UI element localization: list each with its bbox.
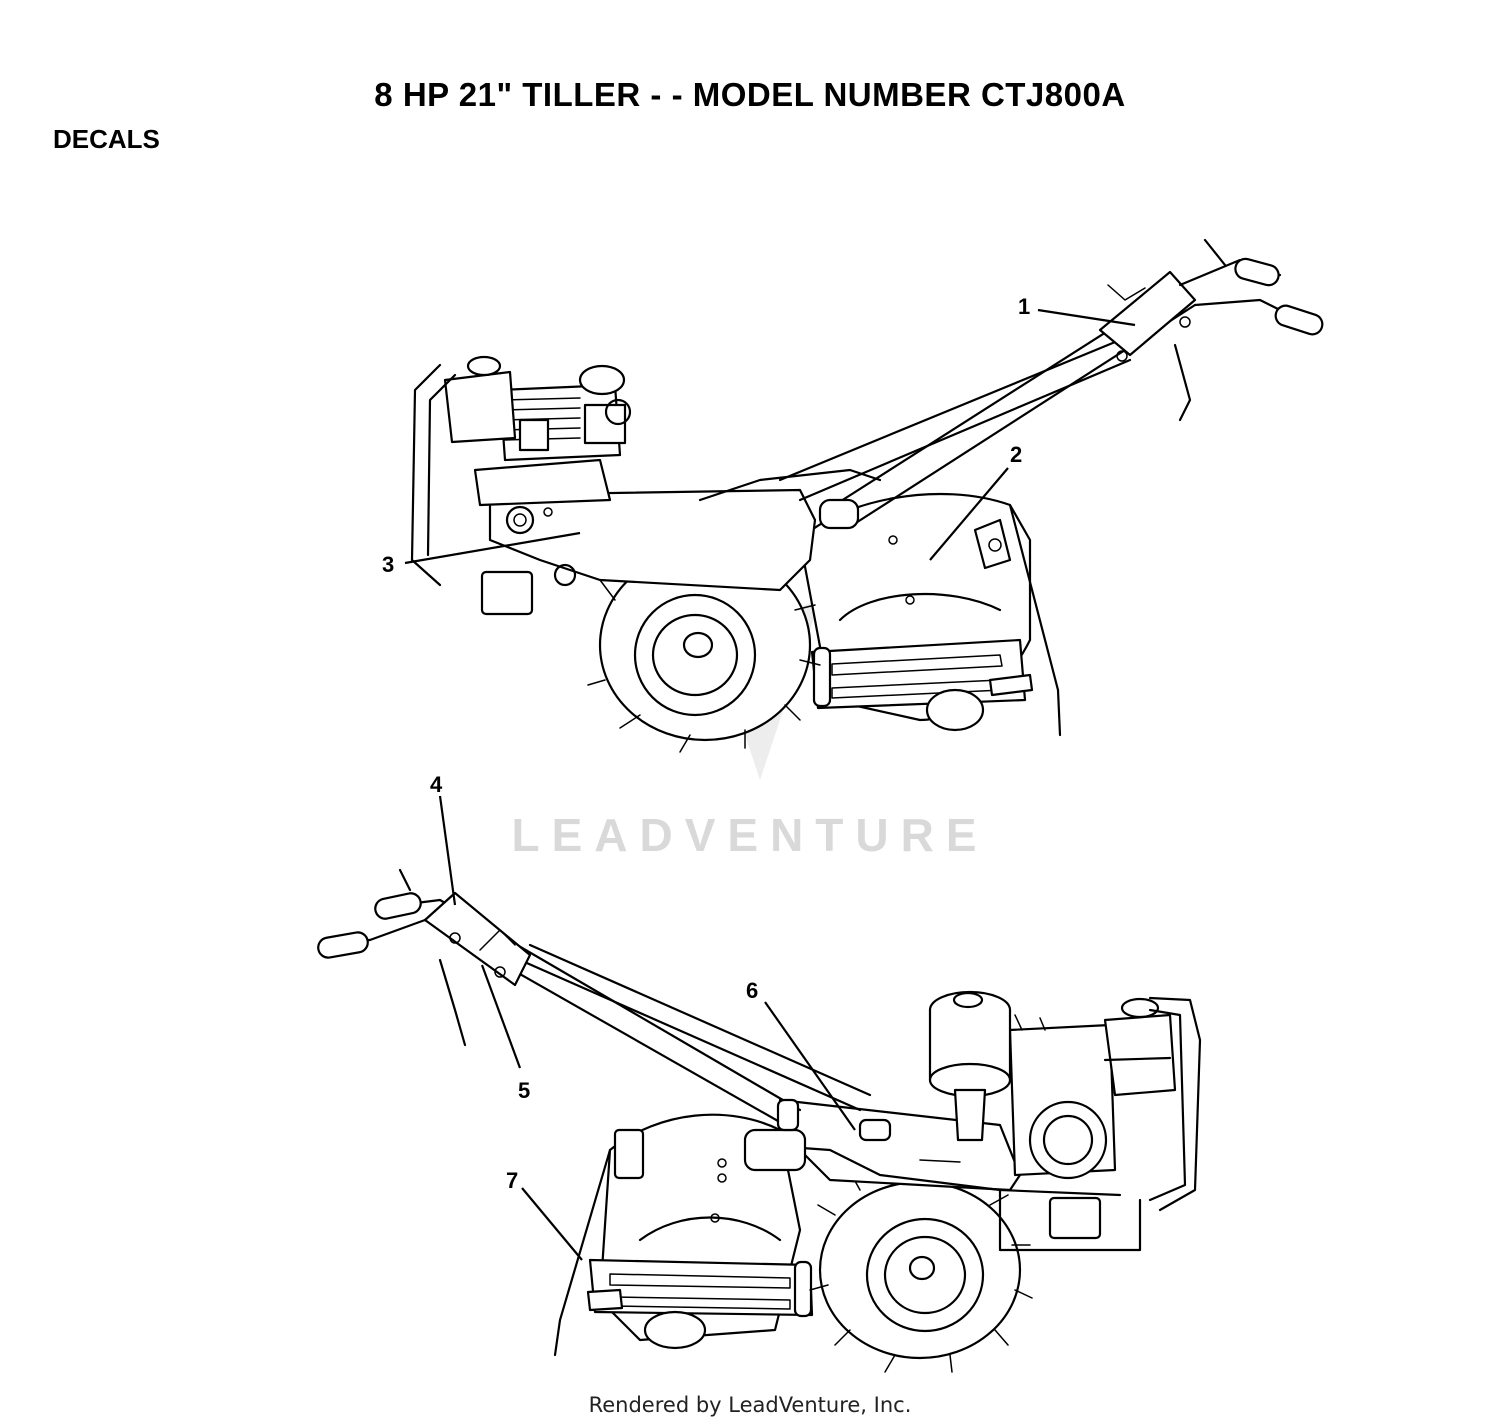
page-title: 8 HP 21" TILLER - - MODEL NUMBER CTJ800A — [374, 76, 1126, 113]
leader-line-5 — [480, 964, 522, 1069]
leader-line-2 — [929, 467, 1009, 561]
watermark: LEADVENTURE — [511, 809, 989, 861]
footer-credit: Rendered by LeadVenture, Inc. — [588, 1393, 912, 1417]
callout-2: 2 — [1010, 442, 1022, 467]
tiller-upper-view — [410, 238, 1324, 753]
callout-6: 6 — [746, 978, 758, 1003]
leader-line-4 — [438, 795, 457, 906]
callout-3: 3 — [382, 552, 394, 577]
callout-1: 1 — [1018, 294, 1030, 319]
callout-4: 4 — [430, 772, 443, 797]
callout-7: 7 — [506, 1168, 518, 1193]
section-label: DECALS — [53, 124, 160, 154]
leader-line-3 — [404, 531, 581, 565]
leader-line-6 — [764, 1001, 856, 1131]
callout-5: 5 — [518, 1078, 530, 1103]
leader-line-7 — [521, 1187, 583, 1261]
leader-line-1 — [1037, 308, 1136, 327]
tiller-lower-view — [317, 868, 1202, 1373]
